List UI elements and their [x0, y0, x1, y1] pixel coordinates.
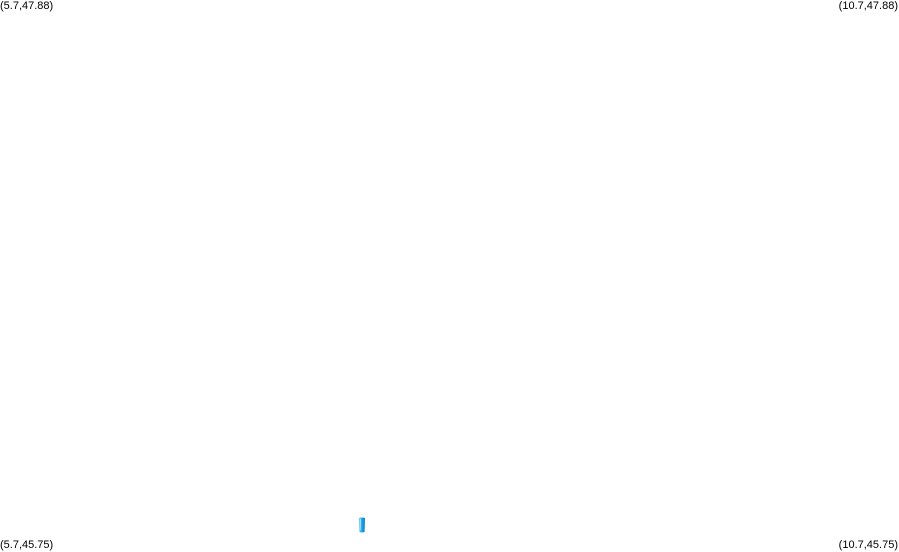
bottom-right-coordinate-label: (10.7,45.75) [838, 539, 898, 551]
location-pin-icon[interactable] [358, 517, 366, 533]
top-right-coordinate-label: (10.7,47.88) [838, 0, 898, 12]
top-left-coordinate-label: (5.7,47.88) [0, 0, 54, 12]
bottom-left-coordinate-label: (5.7,45.75) [0, 539, 54, 551]
